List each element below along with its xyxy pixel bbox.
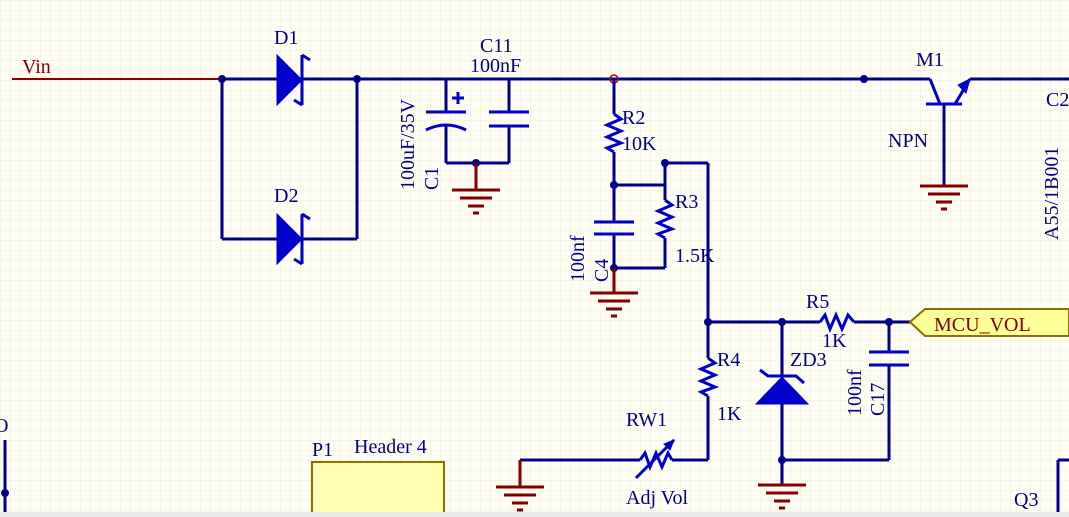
transistor-q3-partial[interactable]: Q3: [1014, 458, 1069, 517]
r4-label: R4: [717, 349, 740, 371]
ground-symbol: [452, 163, 500, 215]
capacitor-c17[interactable]: 100nf C17: [844, 322, 909, 460]
capacitor-c4[interactable]: 100nf C4: [567, 185, 634, 293]
junction-dot: [353, 75, 361, 83]
c11-value: 100nF: [470, 55, 521, 77]
junction-dot: [778, 456, 786, 464]
m1-type: NPN: [888, 130, 928, 152]
ground-symbol: [920, 184, 968, 211]
r5-label: R5: [806, 291, 829, 313]
c11-label: C11: [480, 35, 513, 57]
c1-label: C1: [421, 167, 443, 190]
q3-label: Q3: [1014, 489, 1038, 511]
zener-zd3[interactable]: ZD3: [754, 322, 827, 485]
r4-value: 1K: [717, 403, 742, 425]
diode-d2[interactable]: D2: [222, 185, 357, 266]
horizontal-scrollbar[interactable]: [0, 512, 1069, 517]
p1-label: P1: [312, 439, 333, 461]
ground-symbol: [590, 268, 638, 318]
d2-label: D2: [274, 185, 298, 207]
c4-label: C4: [591, 259, 613, 282]
rw1-value: Adj Vol: [626, 487, 689, 509]
resistor-r2[interactable]: R2 10K: [603, 79, 657, 185]
junction-dot: [661, 159, 669, 167]
r3-value: 1.5K: [675, 245, 715, 267]
r3-label: R3: [675, 191, 698, 213]
r5-value: 1K: [822, 330, 847, 352]
capacitor-c1[interactable]: 100uF/35V C1: [397, 79, 467, 190]
vin-net-label: Vin: [22, 56, 51, 78]
zd3-label: ZD3: [790, 349, 827, 371]
junction-dot: [1, 489, 9, 497]
ground-symbol: [496, 460, 544, 512]
c17-label: C17: [867, 383, 889, 416]
capacitor-c11[interactable]: C11 100nF: [470, 35, 529, 163]
resistor-r5[interactable]: R5 1K: [806, 291, 910, 352]
mcu-vol-port[interactable]: MCU_VOL: [908, 308, 1069, 337]
junction-dot: [218, 75, 226, 83]
header-p1[interactable]: P1 Header 4: [311, 436, 445, 517]
left-partial-label: O: [0, 415, 8, 437]
transistor-m1[interactable]: M1 NPN: [888, 49, 972, 186]
mcu-vol-label: MCU_VOL: [934, 314, 1031, 336]
m1-label: M1: [916, 49, 944, 71]
c2-label-partial: C2: [1046, 89, 1069, 111]
rw1-label: RW1: [626, 409, 667, 431]
ground-symbol: [758, 483, 806, 510]
junction-dot: [860, 75, 868, 83]
r2-label: R2: [622, 107, 645, 129]
r2-value: 10K: [622, 133, 657, 155]
c4-value: 100nf: [567, 235, 589, 282]
p1-value: Header 4: [354, 436, 427, 458]
resistor-r4[interactable]: R4 1K: [697, 322, 742, 460]
c2-value-partial: A55/1B001: [1041, 147, 1063, 240]
c1-value: 100uF/35V: [397, 98, 419, 190]
d1-label: D1: [274, 27, 298, 49]
potentiometer-rw1[interactable]: RW1 Adj Vol: [520, 409, 708, 509]
diode-d1[interactable]: D1: [220, 27, 359, 239]
resistor-r3[interactable]: R3 1.5K: [654, 163, 715, 268]
vin-net[interactable]: Vin: [12, 56, 1069, 81]
c17-value: 100nf: [844, 369, 866, 416]
